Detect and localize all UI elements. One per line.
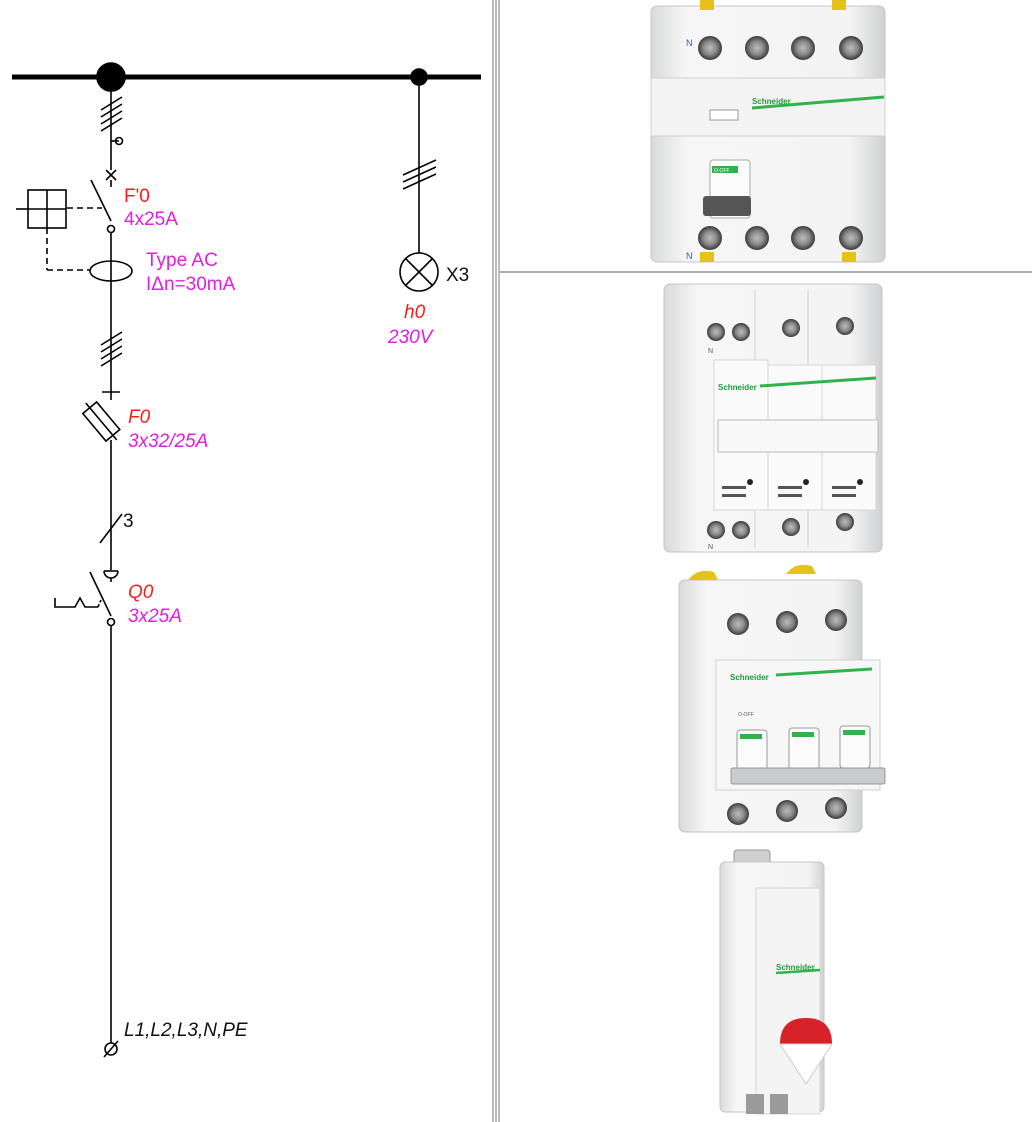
rcd-type: Type AC [146,250,218,271]
panel-dividers [492,0,1032,1122]
single-line-diagram [12,62,481,1058]
rcd-rating: 4x25A [124,209,178,230]
rcd-n-top: N [686,38,693,48]
lamp-branch [402,77,437,253]
fuse-n-bottom: N [708,544,713,551]
lamp-terminal: X3 [446,265,469,286]
rcd-brand: Schneider [752,97,791,106]
rcd-off-mark: O-OFF [714,168,730,174]
fuse-rating: 3x32/25A [128,431,208,452]
lamp-designation: h0 [404,302,426,323]
rcd-designation: F'0 [124,186,150,207]
fuse-n-top: N [708,348,713,355]
conductor-count: 3 [123,511,134,532]
terminal-label: L1,L2,L3,N,PE [124,1020,248,1041]
pilot-brand: Schneider [776,963,815,972]
switch-rating: 3x25A [128,606,182,627]
rcd-n-bottom: N [686,251,693,261]
feeder-line [100,77,124,181]
outgoing-line [103,626,119,1058]
switch-product-image: Schneider O-OFF [678,564,886,833]
rcd-symbol [16,179,133,282]
q0-feed [99,450,123,579]
switch-off-mark: O-OFF [738,712,754,718]
conductor-ticks-3 [100,281,123,393]
fuse-designation: F0 [128,407,151,428]
pilot-light-product-image: Schneider [719,849,833,1115]
switch-symbol [54,571,116,627]
switch-designation: Q0 [128,582,154,603]
lamp-symbol [399,252,439,292]
fuse-product-image: N N Schneider [663,283,883,553]
lamp-voltage: 230V [387,327,435,348]
switch-brand: Schneider [730,673,769,682]
rcd-product-image: N N Schneider O-OFF [650,0,886,263]
fuse-symbol [81,392,121,450]
rcd-sensitivity: IΔn=30mA [146,274,236,295]
fuse-brand: Schneider [718,383,757,392]
